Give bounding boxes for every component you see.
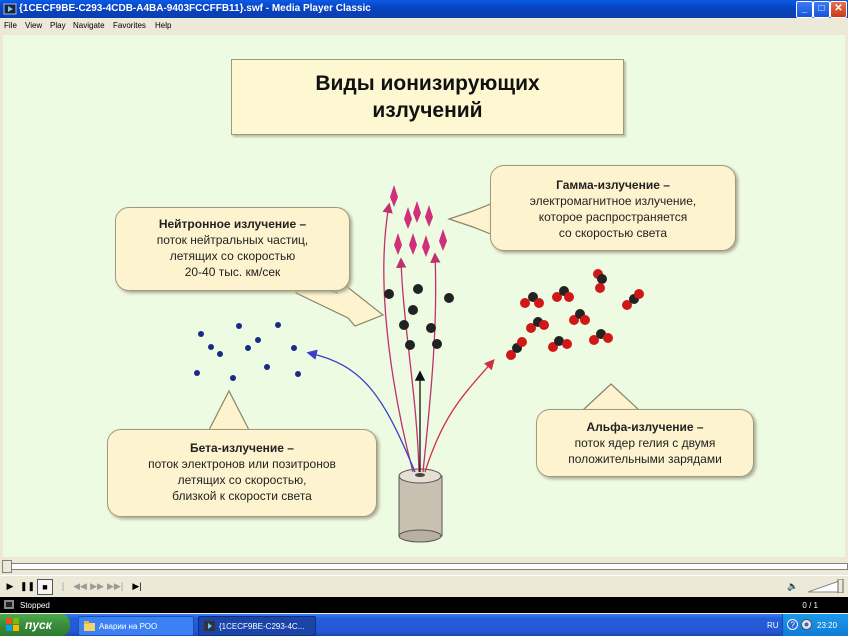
seek-track[interactable] — [2, 563, 848, 570]
task-media-player[interactable]: {1CECF9BE-C293-4C... — [198, 616, 316, 636]
frame-step-icon[interactable]: ▶| — [130, 579, 144, 593]
gamma-line-2: которое распространяется — [491, 209, 735, 225]
beta-line-3: близкой к скорости света — [108, 488, 376, 504]
menu-help[interactable]: Help — [155, 21, 171, 30]
stop-icon[interactable]: ■ — [37, 579, 53, 595]
clock[interactable]: 23:20 — [817, 621, 837, 630]
gamma-line-1: электромагнитное излучение, — [491, 193, 735, 209]
task-media-player-label: {1CECF9BE-C293-4C... — [219, 622, 304, 631]
media-player-task-icon — [204, 621, 215, 631]
svg-text:?: ? — [791, 621, 796, 630]
alpha-heading: Альфа-излучение – — [537, 419, 753, 435]
gamma-callout: Гамма-излучение – электромагнитное излуч… — [490, 165, 736, 251]
alpha-line-1: поток ядер гелия с двумя — [537, 435, 753, 451]
gamma-heading: Гамма-излучение – — [491, 177, 735, 193]
system-tray: ? 23:20 — [782, 614, 848, 636]
speaker-icon[interactable]: 🔈 — [786, 579, 800, 593]
beta-line-2: летящих со скоростью, — [108, 472, 376, 488]
minimize-button[interactable]: _ — [796, 1, 813, 18]
menu-file[interactable]: File — [4, 21, 17, 30]
neutron-line-1: поток нейтральных частиц, — [116, 232, 349, 248]
network-icon[interactable] — [801, 619, 812, 630]
video-area[interactable]: Виды ионизирующих излучений Нейтронное и… — [3, 35, 845, 557]
start-label: пуск — [25, 618, 52, 632]
start-button[interactable]: пуск — [0, 614, 70, 636]
beta-callout: Бета-излучение – поток электронов или по… — [107, 429, 377, 517]
folder-icon — [84, 621, 95, 631]
skip-forward-icon[interactable]: ▶▶| — [107, 579, 121, 593]
close-button[interactable]: ✕ — [830, 1, 847, 18]
menu-play[interactable]: Play — [50, 21, 66, 30]
neutron-heading: Нейтронное излучение – — [116, 216, 349, 232]
status-icon — [4, 600, 14, 609]
playback-controls: ▶ ❚❚ ■ |◀◀ ◀◀ ▶▶ ▶▶| ▶| 🔈 — [0, 575, 848, 596]
play-icon[interactable]: ▶ — [3, 579, 17, 593]
window-title-bar[interactable]: {1CECF9BE-C293-4CDB-A4BA-9403FCCFFB11}.s… — [0, 0, 848, 18]
neutron-callout: Нейтронное излучение – поток нейтральных… — [115, 207, 350, 291]
taskbar: пуск Аварии на РОО {1CECF9BE-C293-4C... … — [0, 614, 848, 636]
skip-back-icon[interactable]: |◀◀ — [56, 579, 70, 593]
beta-particles — [194, 322, 301, 381]
beta-line-1: поток электронов или позитронов — [108, 456, 376, 472]
task-folder-label: Аварии на РОО — [99, 622, 157, 631]
pause-icon[interactable]: ❚❚ — [20, 579, 34, 593]
language-indicator[interactable]: RU — [767, 621, 779, 630]
seek-thumb[interactable] — [2, 560, 12, 573]
status-text: Stopped — [20, 601, 50, 610]
rewind-icon[interactable]: ◀◀ — [73, 579, 87, 593]
neutron-line-3: 20-40 тыс. км/сек — [116, 264, 349, 280]
gamma-photons — [390, 185, 447, 257]
alpha-line-2: положительными зарядами — [537, 451, 753, 467]
seek-bar[interactable] — [0, 559, 848, 573]
task-folder[interactable]: Аварии на РОО — [78, 616, 194, 636]
gamma-line-3: со скоростью света — [491, 225, 735, 241]
radiation-source-cylinder — [399, 469, 442, 542]
volume-slider[interactable] — [808, 579, 844, 593]
alpha-callout: Альфа-излучение – поток ядер гелия с дву… — [536, 409, 754, 477]
menu-bar: File View Play Navigate Favorites Help — [0, 18, 848, 34]
fast-forward-icon[interactable]: ▶▶ — [90, 579, 104, 593]
alpha-particles — [506, 269, 644, 360]
windows-logo-icon — [6, 618, 20, 632]
beta-heading: Бета-излучение – — [108, 440, 376, 456]
status-bar: Stopped 0 / 1 — [0, 597, 848, 613]
slide-title: Виды ионизирующих излучений — [231, 59, 624, 135]
neutron-particles — [384, 284, 454, 350]
menu-navigate[interactable]: Navigate — [73, 21, 105, 30]
neutron-line-2: летящих со скоростью — [116, 248, 349, 264]
window-title: {1CECF9BE-C293-4CDB-A4BA-9403FCCFFB11}.s… — [19, 3, 371, 14]
media-player-icon — [3, 2, 17, 16]
help-icon[interactable]: ? — [787, 619, 798, 630]
maximize-button[interactable]: □ — [813, 1, 830, 18]
menu-favorites[interactable]: Favorites — [113, 21, 146, 30]
menu-view[interactable]: View — [25, 21, 42, 30]
slide: Виды ионизирующих излучений Нейтронное и… — [3, 35, 845, 557]
playlist-counter: 0 / 1 — [802, 601, 818, 610]
